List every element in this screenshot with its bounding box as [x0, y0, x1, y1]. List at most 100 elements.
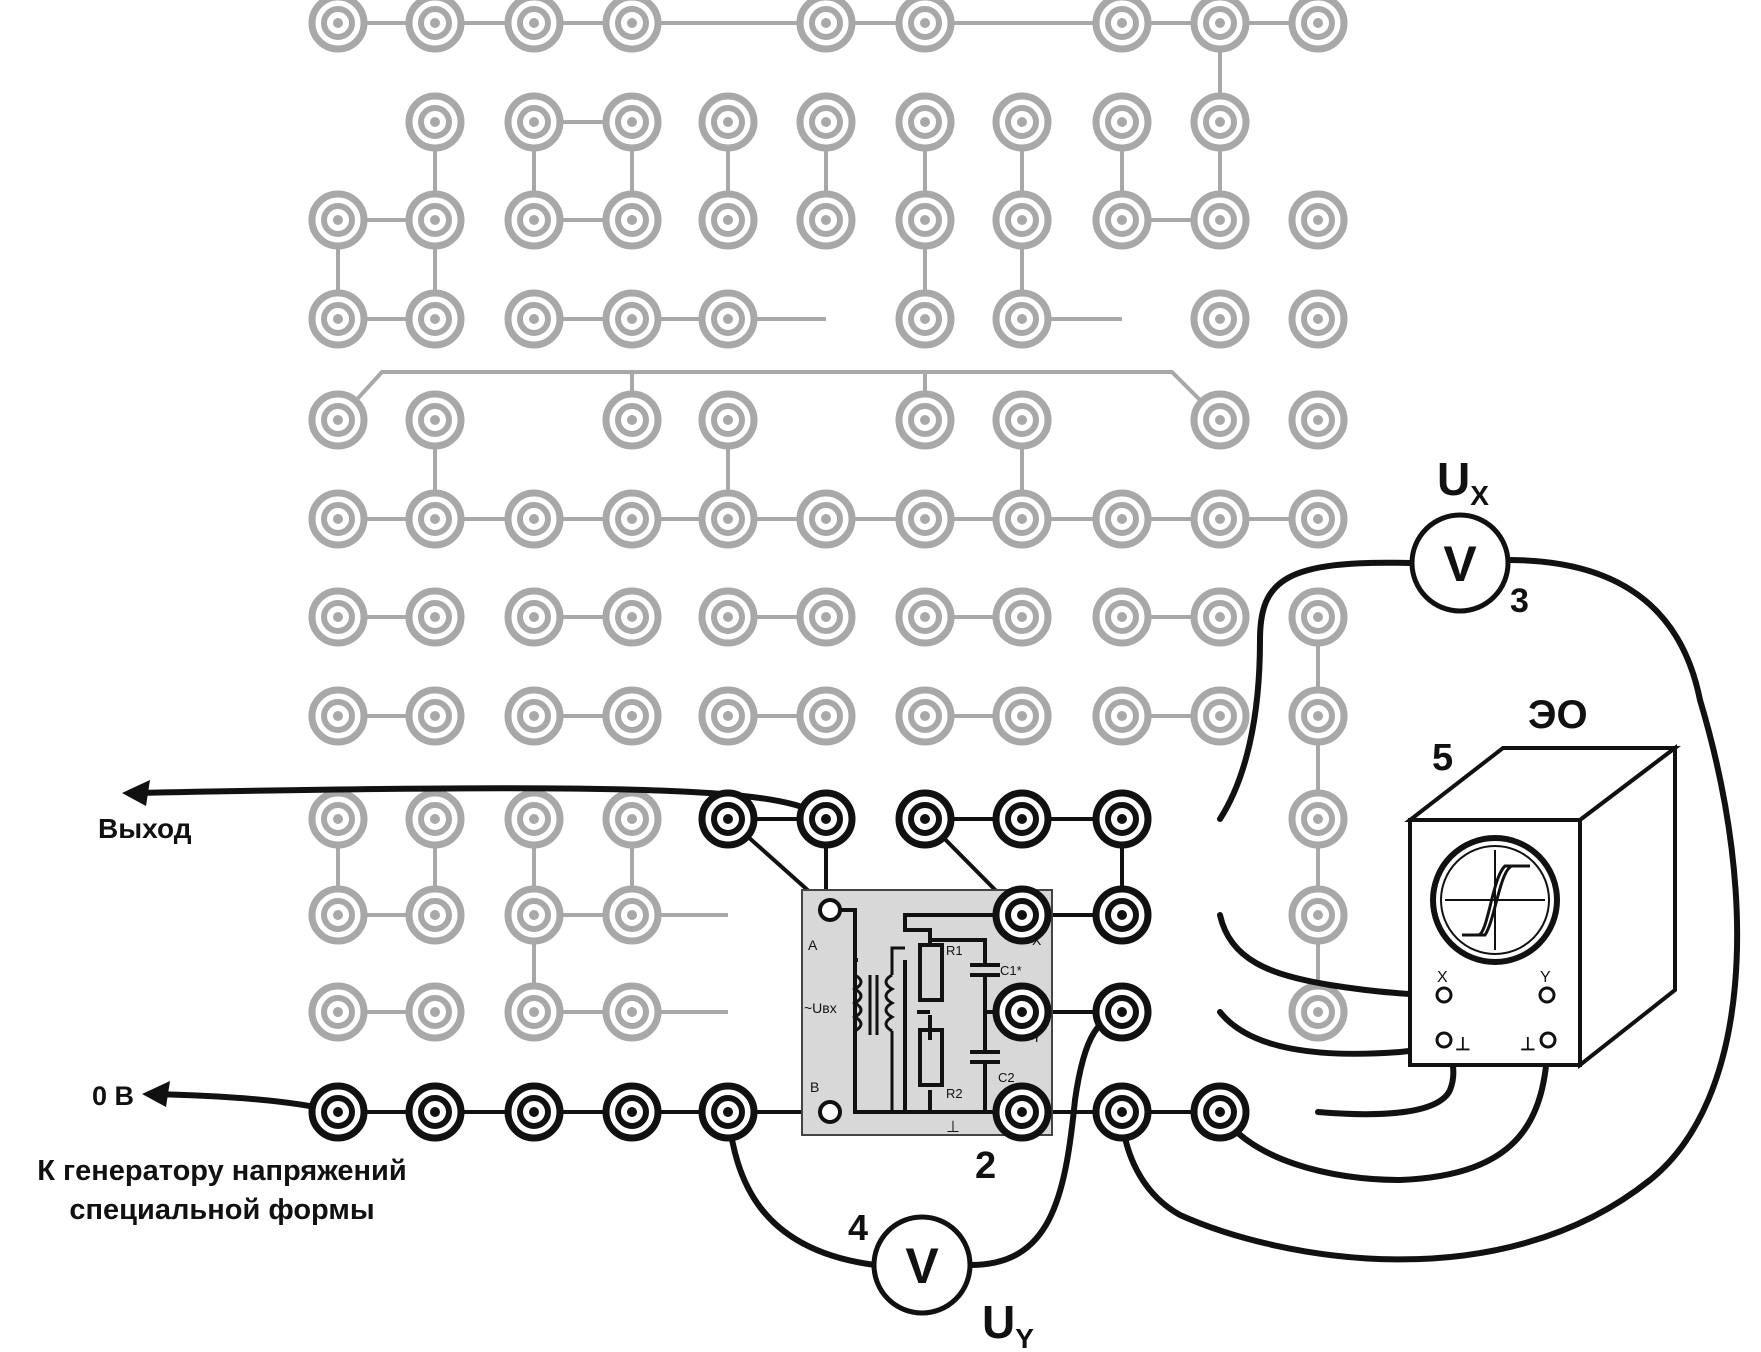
socket[interactable]: [796, 489, 856, 549]
socket[interactable]: [992, 489, 1052, 549]
socket[interactable]: [895, 289, 955, 349]
socket-active[interactable]: [992, 885, 1052, 945]
socket[interactable]: [1092, 587, 1152, 647]
socket[interactable]: [1288, 289, 1348, 349]
socket[interactable]: [992, 190, 1052, 250]
socket[interactable]: [895, 587, 955, 647]
socket-active[interactable]: [992, 789, 1052, 849]
socket[interactable]: [1288, 686, 1348, 746]
socket[interactable]: [992, 390, 1052, 450]
terminal-a[interactable]: [818, 898, 842, 922]
socket[interactable]: [698, 489, 758, 549]
socket[interactable]: [698, 92, 758, 152]
socket[interactable]: [1190, 587, 1250, 647]
socket[interactable]: [796, 0, 856, 53]
socket[interactable]: [405, 885, 465, 945]
socket[interactable]: [796, 190, 856, 250]
socket[interactable]: [698, 190, 758, 250]
socket[interactable]: [1092, 489, 1152, 549]
socket[interactable]: [1190, 289, 1250, 349]
socket[interactable]: [1288, 489, 1348, 549]
socket[interactable]: [308, 587, 368, 647]
socket[interactable]: [308, 190, 368, 250]
socket[interactable]: [1288, 587, 1348, 647]
socket[interactable]: [1288, 190, 1348, 250]
socket[interactable]: [602, 0, 662, 53]
socket[interactable]: [504, 289, 564, 349]
socket-active[interactable]: [796, 789, 856, 849]
socket[interactable]: [796, 587, 856, 647]
socket-active[interactable]: [405, 1082, 465, 1142]
socket[interactable]: [602, 190, 662, 250]
socket[interactable]: [1190, 92, 1250, 152]
socket[interactable]: [308, 489, 368, 549]
socket[interactable]: [1190, 489, 1250, 549]
socket[interactable]: [895, 390, 955, 450]
socket[interactable]: [992, 686, 1052, 746]
socket-active[interactable]: [1092, 982, 1152, 1042]
socket-active[interactable]: [895, 789, 955, 849]
socket-active[interactable]: [698, 789, 758, 849]
socket[interactable]: [405, 489, 465, 549]
socket[interactable]: [504, 489, 564, 549]
socket[interactable]: [602, 92, 662, 152]
socket[interactable]: [698, 390, 758, 450]
socket[interactable]: [698, 587, 758, 647]
socket[interactable]: [602, 789, 662, 849]
socket[interactable]: [895, 92, 955, 152]
socket[interactable]: [405, 587, 465, 647]
socket[interactable]: [308, 686, 368, 746]
socket[interactable]: [602, 390, 662, 450]
socket[interactable]: [308, 289, 368, 349]
oscilloscope-input-y[interactable]: [1538, 986, 1556, 1004]
socket[interactable]: [405, 92, 465, 152]
socket[interactable]: [992, 92, 1052, 152]
socket[interactable]: [1288, 789, 1348, 849]
oscilloscope-ground-right[interactable]: [1539, 1031, 1557, 1049]
socket[interactable]: [308, 390, 368, 450]
socket[interactable]: [602, 885, 662, 945]
socket[interactable]: [504, 190, 564, 250]
socket[interactable]: [405, 289, 465, 349]
socket[interactable]: [405, 390, 465, 450]
socket[interactable]: [504, 587, 564, 647]
socket[interactable]: [1092, 686, 1152, 746]
voltmeter-y[interactable]: V 4 UY: [848, 1207, 1034, 1352]
socket[interactable]: [602, 587, 662, 647]
socket-active[interactable]: [308, 1082, 368, 1142]
socket[interactable]: [405, 0, 465, 53]
socket-active[interactable]: [602, 1082, 662, 1142]
voltmeter-x-body[interactable]: [1409, 512, 1511, 614]
socket[interactable]: [698, 289, 758, 349]
socket[interactable]: [405, 982, 465, 1042]
socket[interactable]: [895, 686, 955, 746]
socket[interactable]: [1288, 0, 1348, 53]
socket[interactable]: [504, 92, 564, 152]
socket[interactable]: [992, 289, 1052, 349]
socket[interactable]: [308, 885, 368, 945]
socket-active[interactable]: [992, 982, 1052, 1042]
socket[interactable]: [1288, 982, 1348, 1042]
socket[interactable]: [895, 0, 955, 53]
terminal-b[interactable]: [818, 1100, 842, 1124]
socket[interactable]: [602, 686, 662, 746]
socket[interactable]: [504, 686, 564, 746]
socket[interactable]: [1190, 190, 1250, 250]
socket[interactable]: [796, 686, 856, 746]
oscilloscope-ground-left[interactable]: [1435, 1031, 1453, 1049]
socket[interactable]: [405, 686, 465, 746]
socket-active[interactable]: [504, 1082, 564, 1142]
socket-active[interactable]: [698, 1082, 758, 1142]
oscilloscope-input-x[interactable]: [1435, 986, 1453, 1004]
voltmeter-x[interactable]: V 3 UX: [1409, 453, 1529, 620]
socket[interactable]: [1190, 390, 1250, 450]
socket[interactable]: [1092, 0, 1152, 53]
socket[interactable]: [405, 789, 465, 849]
socket[interactable]: [405, 190, 465, 250]
socket[interactable]: [504, 982, 564, 1042]
socket[interactable]: [1288, 390, 1348, 450]
socket[interactable]: [308, 789, 368, 849]
socket[interactable]: [1288, 885, 1348, 945]
voltmeter-y-body[interactable]: [871, 1214, 973, 1316]
socket[interactable]: [602, 489, 662, 549]
